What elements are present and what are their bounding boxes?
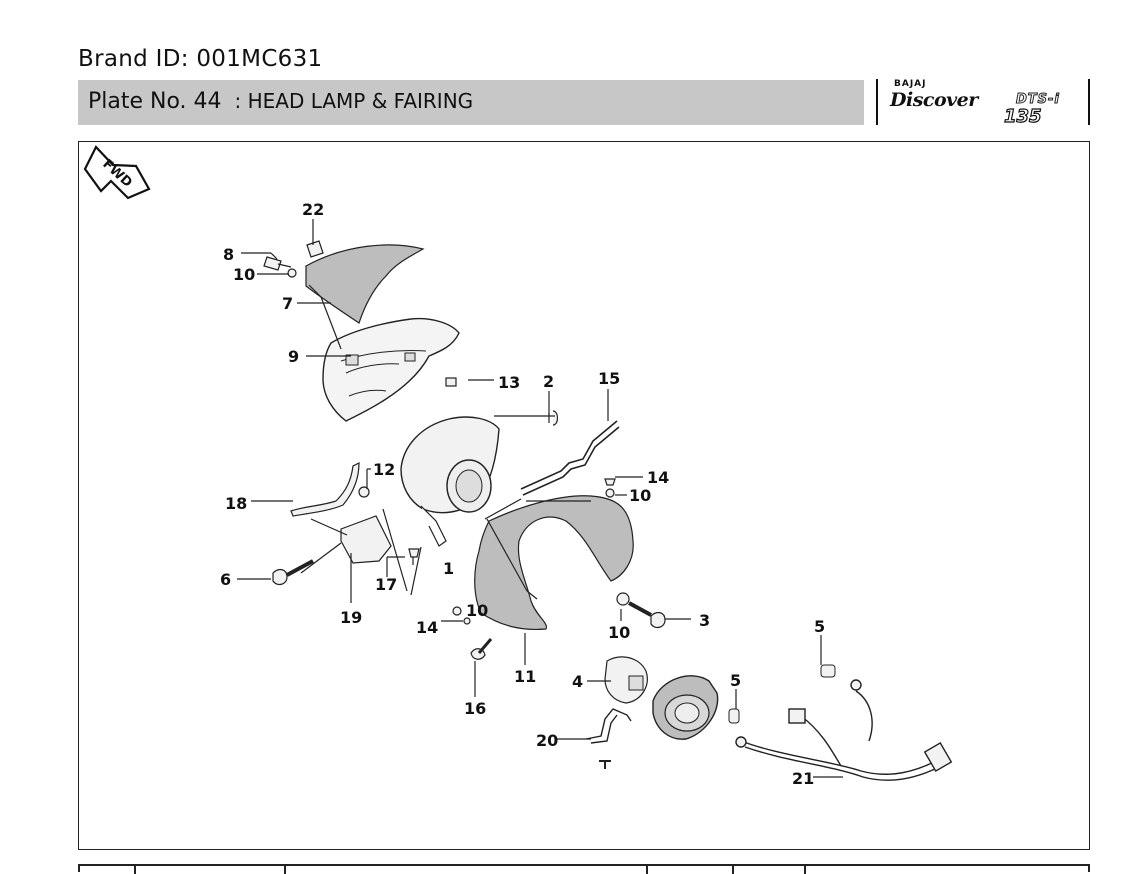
callout-10: 10: [608, 623, 630, 642]
brand-logo: BAJAJ Discover DTS-i 135: [876, 79, 1090, 128]
exploded-diagram: FWD: [78, 141, 1090, 850]
upper-fairing-part: [322, 317, 460, 422]
logo-variant: DTS-i: [1016, 92, 1060, 108]
callout-6: 6: [220, 570, 231, 589]
spring-bracket-part: [585, 708, 632, 744]
callout-4: 4: [572, 672, 583, 691]
callout-13: 13: [498, 373, 520, 392]
bulb-part: [728, 708, 740, 724]
callout-19: 19: [340, 608, 362, 627]
mount-plate-part: [340, 515, 392, 564]
callout-1: 1: [443, 559, 454, 578]
callout-3: 3: [699, 611, 710, 630]
table-col-divider: [732, 866, 734, 874]
fwd-arrow-icon: FWD: [83, 145, 151, 200]
logo-engine: 135: [1003, 105, 1042, 127]
table-col-divider: [804, 866, 806, 874]
brand-id: Brand ID: 001MC631: [78, 46, 323, 72]
logo-maker: BAJAJ: [894, 79, 927, 89]
callout-10: 10: [466, 601, 488, 620]
callout-15: 15: [598, 369, 620, 388]
callout-17: 17: [375, 575, 397, 594]
callout-5: 5: [814, 617, 825, 636]
left-bracket-part: [290, 462, 360, 517]
plate-number: Plate No. 44: [88, 89, 222, 114]
wiring-harness-part: [735, 679, 953, 781]
callout-10: 10: [233, 265, 255, 284]
callout-22: 22: [302, 200, 324, 219]
callout-14: 14: [416, 618, 438, 637]
visor-part: [305, 244, 425, 324]
bulb-part: [820, 664, 836, 678]
callout-12: 12: [373, 460, 395, 479]
stay-bar-part: [520, 420, 620, 496]
callout-20: 20: [536, 731, 558, 750]
screw-part: [599, 760, 611, 769]
callout-5: 5: [730, 671, 741, 690]
callout-11: 11: [514, 667, 536, 686]
bulb-holder-part: [604, 656, 648, 704]
logo-left-border: [876, 79, 878, 125]
callout-18: 18: [225, 494, 247, 513]
callout-labels: 22 8 10 7 9 13 2 15 12 18 14 10 1 6 17 1…: [220, 200, 825, 788]
plate-title-bar: Plate No. 44 : HEAD LAMP & FAIRING: [78, 80, 864, 125]
callout-2: 2: [543, 372, 554, 391]
logo-model: Discover: [890, 89, 978, 111]
reflector-part: [652, 675, 719, 740]
callout-7: 7: [282, 294, 293, 313]
diagram-canvas: FWD: [83, 145, 953, 788]
table-col-divider: [646, 866, 648, 874]
callout-10: 10: [629, 486, 651, 505]
logo-right-border: [1088, 79, 1090, 125]
table-col-divider: [134, 866, 136, 874]
headlamp-unit-part: [400, 416, 500, 547]
callout-21: 21: [792, 769, 814, 788]
plate-description: : HEAD LAMP & FAIRING: [234, 89, 474, 113]
parts-table-header: [78, 864, 1090, 874]
callout-14: 14: [647, 468, 669, 487]
leader-lines: [237, 219, 843, 778]
plate-title: Plate No. 44 : HEAD LAMP & FAIRING: [88, 89, 473, 114]
fasteners: [263, 240, 666, 660]
callout-8: 8: [223, 245, 234, 264]
callout-9: 9: [288, 347, 299, 366]
callout-16: 16: [464, 699, 486, 718]
table-col-divider: [284, 866, 286, 874]
lower-fairing-part: [474, 495, 634, 631]
